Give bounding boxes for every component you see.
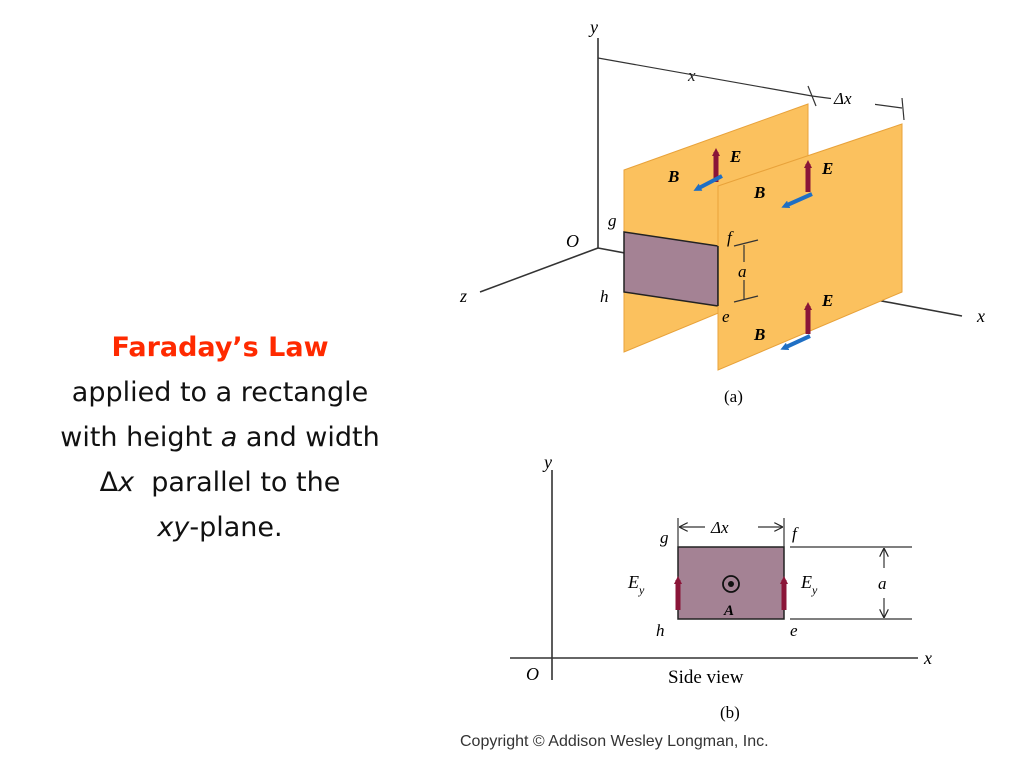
fig-a-dim-a-top [733,239,759,247]
caption-delta: Δ [99,467,119,498]
fig-a-B-arrow-front [781,192,813,209]
fig-b-label: (b) [720,703,740,722]
fig-a-B-label-front: B [753,183,765,202]
caption-line-3: Δx parallel to the [0,460,440,505]
fig-a-y-label: y [588,17,598,37]
fig-a-dim-x-line [597,57,813,97]
figure-a: y z x O x Δx E B E B E B g [459,17,985,406]
fig-a-B-label-back: B [667,167,679,186]
fig-b-corner-g: g [660,528,669,547]
fig-b-area-label: A [723,603,734,619]
caption-line-1-text: applied to a rectangle [71,377,369,408]
fig-a-corner-f: f [727,228,734,247]
fig-b-corner-f: f [792,524,799,543]
fig-b-dim-dx-label: Δx [710,518,729,537]
fig-a-B-arrow-bottom [780,334,811,350]
caption-line-4-end: -plane. [189,512,283,543]
fig-a-dim-dx-label: Δx [833,89,852,108]
fig-b-dim-a-label: a [878,574,887,593]
fig-a-dim-dx-tick [901,97,905,121]
caption-var-a: a [220,422,238,453]
fig-a-dim-a-bottom [733,295,759,303]
fig-b-E-right-main: E [800,572,812,592]
fig-b-area-symbol-dot [728,581,734,587]
fig-b-origin: O [526,664,539,684]
fig-a-E-label-back: E [729,147,741,166]
fig-a-B-label-bottom: B [753,325,765,344]
fig-a-z-label: z [459,286,467,306]
fig-a-x-label: x [976,306,985,326]
caption-line-1: applied to a rectangle [0,370,440,415]
fig-b-E-right-sub: y [811,583,818,597]
caption-line-4: xy-plane. [0,505,440,550]
caption-line-3-end: parallel to the [134,467,341,498]
caption-title: Faraday’s Law [111,332,329,363]
caption-line-2-end: and width [237,422,380,453]
fig-b-E-label-left: Ey [627,572,645,597]
fig-a-label: (a) [724,387,743,406]
fig-b-corner-e: e [790,621,798,640]
figure-b: y x O Δx a g f h e Ey Ey A Side view (b) [510,452,932,722]
fig-a-corner-e: e [722,307,730,326]
fig-a-B-arrow-back [693,174,723,191]
caption-line-2: with height a and width [0,415,440,460]
fig-a-dim-x-label: x [687,66,696,85]
fig-b-E-left-main: E [627,572,639,592]
fig-a-dim-a-bg [736,262,752,280]
fig-a-corner-g: g [608,211,617,230]
fig-a-dim-dx-bg [831,86,875,108]
copyright-notice: Copyright © Addison Wesley Longman, Inc. [460,733,769,750]
fig-a-E-label-front: E [821,159,833,178]
fig-a-z-axis [479,247,599,293]
fig-a-dim-a-label: a [738,262,747,281]
fig-b-E-label-right: Ey [800,572,818,597]
fig-a-E-label-bottom: E [821,291,833,310]
fig-a-origin: O [566,231,579,251]
fig-b-E-left-sub: y [638,583,645,597]
caption: Faraday’s Law applied to a rectangle wit… [0,325,440,550]
fig-a-corner-h: h [600,287,609,306]
fig-a-plate-front [717,123,903,371]
fig-b-corner-h: h [656,621,665,640]
fig-b-area-symbol-outer [722,575,740,593]
caption-var-xy: xy [157,512,190,543]
caption-line-2-start: with height [60,422,221,453]
caption-var-x: x [118,467,135,498]
fig-b-y-label: y [542,452,552,472]
fig-b-side-view: Side view [668,667,744,688]
fig-b-x-label: x [923,648,932,668]
